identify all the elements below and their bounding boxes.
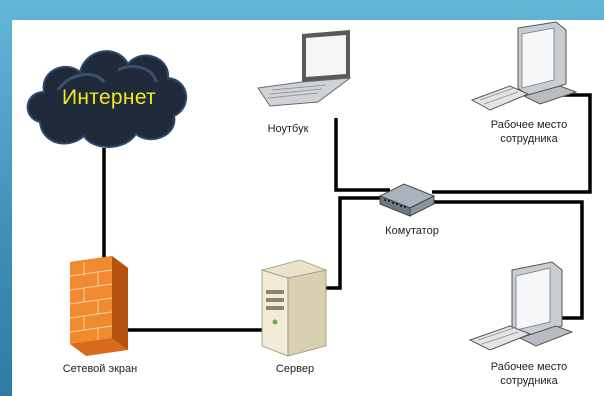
desktop-computer-icon (470, 21, 578, 111)
desktop-computer-icon (468, 261, 574, 351)
workstation-bottom-label: Рабочее место сотрудника (490, 361, 568, 387)
link-switch-workstation-top (432, 93, 592, 194)
server-label: Сервер (275, 363, 315, 375)
cloud-icon (26, 50, 188, 148)
link-server-switch (322, 196, 390, 290)
firewall-label: Сетевой экран (62, 363, 138, 375)
server-icon (260, 259, 328, 357)
internet-label: Интернет (61, 86, 157, 109)
link-laptop-switch (334, 118, 390, 192)
laptop-label: Ноутбук (267, 123, 309, 135)
network-switch-icon (378, 183, 436, 217)
firewall-icon (69, 256, 128, 356)
switch-label: Комутатор (385, 225, 439, 237)
workstation-top-label: Рабочее место сотрудника (490, 119, 568, 145)
link-switch-workstation-bottom (432, 200, 584, 320)
connection-lines (102, 93, 592, 332)
laptop-icon (257, 30, 352, 107)
